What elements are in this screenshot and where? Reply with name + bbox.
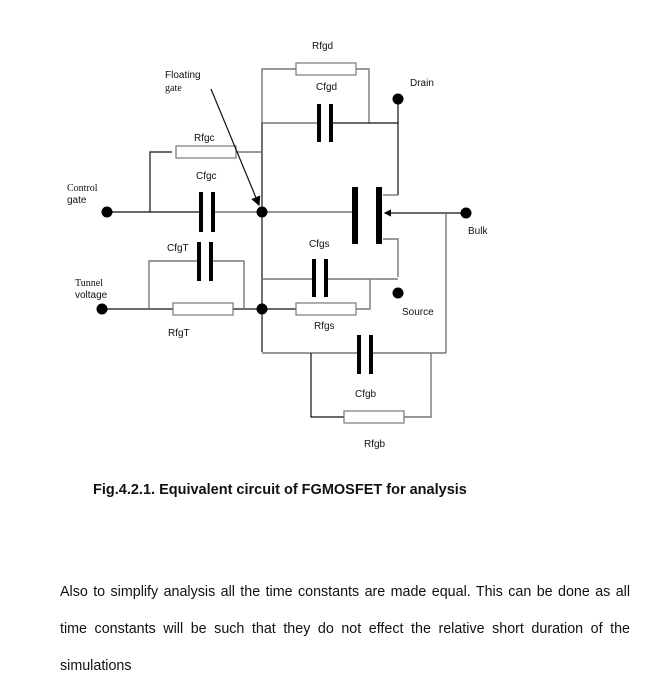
rfgs-branch <box>262 279 371 316</box>
floating-gate-node[interactable] <box>256 206 268 218</box>
rfgd-branch <box>261 62 370 123</box>
bulk-terminal[interactable] <box>460 207 472 219</box>
floating-gate-lower-node[interactable] <box>256 303 268 315</box>
cfgd-label: Cfgd <box>316 82 337 93</box>
floating-gate-label-2: gate <box>165 83 182 94</box>
cfgb-label: Cfgb <box>355 389 377 400</box>
rfgt-resistor <box>172 302 234 316</box>
rfgb-label: Rfgb <box>364 439 386 450</box>
cfgs-label: Cfgs <box>309 239 330 250</box>
cfgs-plate-right <box>324 259 328 297</box>
source-terminal[interactable] <box>392 287 404 299</box>
rfgc-branch <box>149 145 262 212</box>
control-gate-label: Control <box>67 183 98 194</box>
cfgs-branch <box>262 259 398 297</box>
cfgt-plate-left <box>197 242 201 281</box>
cfgc-plate-left <box>199 192 203 232</box>
rfgc-resistor <box>175 145 237 159</box>
figure-caption: Fig.4.2.1. Equivalent circuit of FGMOSFE… <box>93 482 467 498</box>
tunnel-voltage-label: Tunnel <box>75 278 103 289</box>
rfgd-label: Rfgd <box>312 41 333 52</box>
rfgd-resistor <box>295 62 357 76</box>
cfgc-label: Cfgc <box>196 171 217 182</box>
mosfet-symbol <box>352 187 446 277</box>
drain-terminal[interactable] <box>392 93 404 105</box>
rfgt-label: RfgT <box>168 328 190 339</box>
rfgc-label: Rfgc <box>194 133 215 144</box>
mosfet-channel <box>376 187 382 244</box>
tunnel-voltage-label-2: voltage <box>75 290 108 301</box>
rfgb-branch <box>310 353 432 424</box>
control-gate-terminal[interactable] <box>101 206 113 218</box>
cfgt-label: CfgT <box>167 243 189 254</box>
floating-gate-label: Floating <box>165 70 201 81</box>
fgmosfet-equivalent-circuit: Floating gate Control gate Tunnel voltag… <box>67 41 488 450</box>
cfgc-capacitor <box>199 192 262 232</box>
mosfet-gate-plate <box>352 187 358 244</box>
drain-label: Drain <box>410 78 434 89</box>
tunnel-voltage-terminal[interactable] <box>96 303 108 315</box>
cfgb-plate-left <box>357 335 361 374</box>
floating-gate-arrow-icon <box>210 88 261 207</box>
cfgd-plate-left <box>317 104 321 142</box>
source-label: Source <box>402 307 434 318</box>
cfgs-plate-left <box>312 259 316 297</box>
cfgd-branch <box>262 104 398 142</box>
cfgt-branch <box>148 242 245 309</box>
bulk-label: Bulk <box>468 226 488 237</box>
control-gate-label-2: gate <box>67 195 87 206</box>
cfgt-plate-right <box>209 242 213 281</box>
rfgs-resistor <box>295 302 357 316</box>
rfgs-label: Rfgs <box>314 321 335 332</box>
rfgb-resistor <box>343 410 405 424</box>
cfgc-plate-right <box>211 192 215 232</box>
body-paragraph: Also to simplify analysis all the time c… <box>60 584 630 674</box>
cfgb-plate-right <box>369 335 373 374</box>
cfgd-plate-right <box>329 104 333 142</box>
cfgb-branch <box>262 335 446 374</box>
